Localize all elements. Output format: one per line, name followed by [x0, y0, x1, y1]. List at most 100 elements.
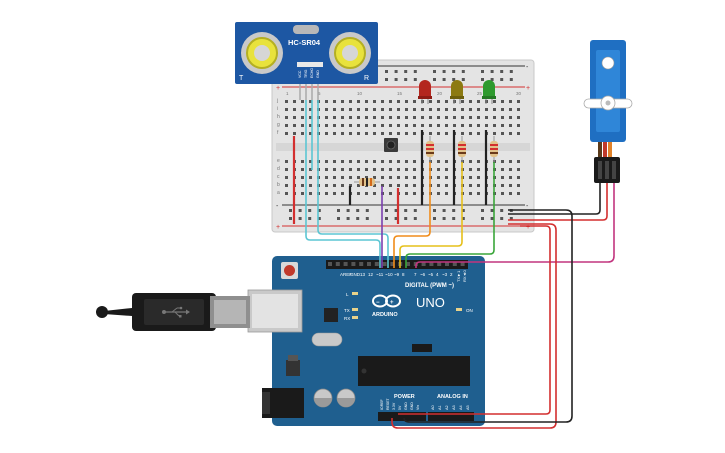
breadboard-hole [445, 132, 448, 135]
header-pin [460, 262, 465, 266]
pin-label-11: ~11 [376, 272, 384, 277]
rail-hole [298, 217, 302, 220]
breadboard-hole [405, 108, 408, 111]
breadboard-hole [477, 124, 480, 127]
breadboard-hole [365, 168, 368, 171]
breadboard-hole [381, 160, 384, 163]
rail-plus-label-bottom-right: + [526, 224, 530, 231]
breadboard-hole [469, 176, 472, 179]
breadboard-hole [285, 108, 288, 111]
breadboard-hole [453, 116, 456, 119]
breadboard-hole [437, 100, 440, 103]
breadboard-hole [405, 176, 408, 179]
rail-hole [509, 70, 513, 73]
reset-button[interactable] [281, 262, 298, 279]
breadboard-hole [445, 168, 448, 171]
breadboard-hole [421, 116, 424, 119]
breadboard-hole [325, 184, 328, 187]
breadboard-hole [301, 168, 304, 171]
rail-hole [365, 217, 369, 220]
breadboard-hole [493, 100, 496, 103]
breadboard-hole [285, 176, 288, 179]
breadboard-hole [389, 100, 392, 103]
analog-pin-a2: A2 [445, 405, 449, 410]
breadboard-hole [485, 116, 488, 119]
breadboard-hole [373, 108, 376, 111]
breadboard-hole [357, 192, 360, 195]
wires [305, 162, 615, 429]
breadboard-hole [509, 168, 512, 171]
breadboard-hole [381, 184, 384, 187]
breadboard-hole [285, 132, 288, 135]
breadboard-hole [301, 160, 304, 163]
breadboard-hole [413, 116, 416, 119]
breadboard-hole [293, 116, 296, 119]
breadboard-hole [341, 168, 344, 171]
column-number-15: 15 [397, 91, 403, 96]
rail-hole [452, 70, 456, 73]
breadboard-hole [437, 124, 440, 127]
servo-horn [583, 95, 633, 111]
power-pin-ioref: IOREF [380, 399, 384, 410]
power-header [378, 412, 426, 421]
push-button[interactable] [384, 138, 398, 152]
rail-hole [452, 209, 456, 212]
breadboard-hole [285, 184, 288, 187]
center-channel [276, 143, 530, 151]
rail-plus-label-left: + [276, 85, 280, 92]
rail-hole [365, 209, 369, 212]
breadboard-hole [501, 116, 504, 119]
breadboard-hole [429, 100, 432, 103]
breadboard-hole [365, 176, 368, 179]
breadboard-hole [325, 160, 328, 163]
breadboard-hole [437, 132, 440, 135]
breadboard-hole [365, 108, 368, 111]
breadboard-hole [477, 160, 480, 163]
wire-orange [393, 162, 431, 268]
header-pin [421, 262, 426, 266]
rail-hole [461, 209, 465, 212]
breadboard-hole [293, 100, 296, 103]
breadboard-hole [477, 108, 480, 111]
wire-power-red [391, 223, 557, 429]
wire-power-red-2 [398, 225, 551, 415]
led-yellow [450, 80, 464, 104]
sensor-pin-vcc: VCC [298, 70, 302, 78]
breadboard-hole [517, 176, 520, 179]
analog-pin-a0: A0 [431, 405, 435, 410]
rail-hole [452, 78, 456, 81]
pin-label-9: ~9 [394, 272, 400, 277]
wire-servo-black [508, 183, 601, 215]
arduino-model: UNO [416, 295, 445, 310]
rail-hole [308, 217, 312, 220]
breadboard-hole [357, 176, 360, 179]
breadboard-hole [501, 108, 504, 111]
breadboard-hole [485, 124, 488, 127]
row-letter-g: g [277, 122, 280, 128]
breadboard-hole [389, 132, 392, 135]
row-letter-e: e [277, 158, 280, 164]
power-pin-gnd-2: GND [410, 402, 414, 410]
breadboard-hole [333, 132, 336, 135]
sensor-receiver-mark: R [364, 75, 369, 82]
breadboard-hole [445, 192, 448, 195]
pin-label-2: 2 [450, 272, 453, 277]
breadboard-hole [437, 160, 440, 163]
breadboard-hole [421, 124, 424, 127]
breadboard-hole [365, 132, 368, 135]
header-pin [367, 262, 371, 266]
breadboard-hole [429, 132, 432, 135]
breadboard-hole [413, 192, 416, 195]
capacitor-2 [336, 388, 356, 408]
breadboard-hole [341, 100, 344, 103]
rail-hole [490, 78, 494, 81]
breadboard-hole [357, 160, 360, 163]
breadboard-hole [469, 108, 472, 111]
column-number-1: 1 [286, 91, 289, 96]
breadboard-hole [381, 100, 384, 103]
breadboard-hole [437, 116, 440, 119]
breadboard-hole [429, 116, 432, 119]
breadboard-hole [405, 116, 408, 119]
rail-hole [433, 209, 436, 212]
rail-hole [442, 70, 446, 73]
